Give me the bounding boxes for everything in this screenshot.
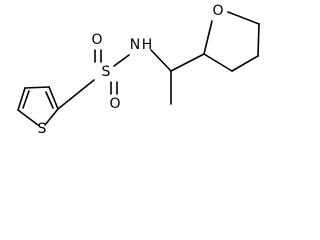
atom-label-o-top: O bbox=[91, 32, 102, 48]
sulfonyl-group bbox=[94, 49, 118, 95]
bond-thf-c4-c3 bbox=[231, 55, 259, 72]
bond-c2-c3 bbox=[17, 87, 26, 111]
atom-label-n: N bbox=[130, 37, 140, 53]
bond-c3-c4 bbox=[24, 86, 50, 89]
thiophene-ring bbox=[17, 86, 59, 126]
bond-s1-c2 bbox=[17, 109, 39, 126]
bond-nitrogen-ch bbox=[150, 49, 172, 72]
bond-c4-c5 bbox=[48, 86, 59, 110]
bond-c5-s1 bbox=[44, 108, 59, 126]
bond-thf-c2-o1 bbox=[203, 20, 213, 55]
bond-sulfonyl-nitrogen bbox=[113, 54, 130, 67]
tetrahydrofuran-ring bbox=[203, 11, 260, 72]
chemical-structure: S S O O N H O bbox=[17, 3, 260, 137]
atom-label-s-sulfonyl: S bbox=[102, 64, 111, 80]
atom-label-o-ring: O bbox=[212, 3, 223, 19]
atom-label-h: H bbox=[142, 37, 153, 53]
bond-c5-sulfonyl bbox=[57, 79, 95, 110]
bond-c4-c5-inner bbox=[45, 91, 54, 109]
bond-thf-c3-c2 bbox=[203, 53, 233, 72]
bond-ch-thf bbox=[170, 53, 205, 72]
atom-label-o-bottom: O bbox=[109, 96, 120, 112]
bond-thf-o1-c5 bbox=[227, 11, 260, 25]
atom-label-s-thiophene: S bbox=[38, 121, 47, 137]
bond-thf-c5-c4 bbox=[257, 23, 260, 57]
bond-c2-c3-inner bbox=[22, 90, 30, 109]
